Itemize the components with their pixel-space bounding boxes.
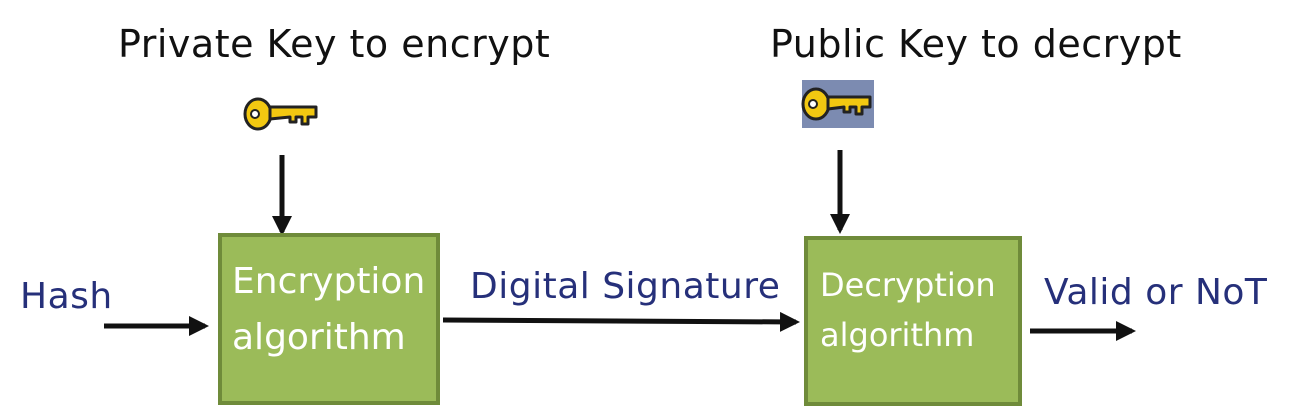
decryption-box-title: Decryption	[820, 266, 996, 304]
digital-signature-label: Digital Signature	[470, 266, 781, 307]
encryption-box-subtitle: algorithm	[232, 317, 406, 358]
decryption-box-subtitle: algorithm	[820, 316, 975, 354]
public-key-label: Public Key to decrypt	[770, 22, 1182, 66]
encryption-algorithm-box: Encryption algorithm	[218, 233, 440, 405]
private-key-icon	[243, 97, 318, 131]
signature-arrow	[442, 311, 800, 332]
private-key-label: Private Key to encrypt	[118, 22, 551, 66]
public-key-icon	[801, 87, 872, 121]
decryption-algorithm-box: Decryption algorithm	[804, 236, 1022, 406]
hash-label: Hash	[20, 276, 113, 317]
encryption-box-title: Encryption	[232, 261, 426, 302]
valid-or-not-label: Valid or NoT	[1044, 272, 1268, 313]
